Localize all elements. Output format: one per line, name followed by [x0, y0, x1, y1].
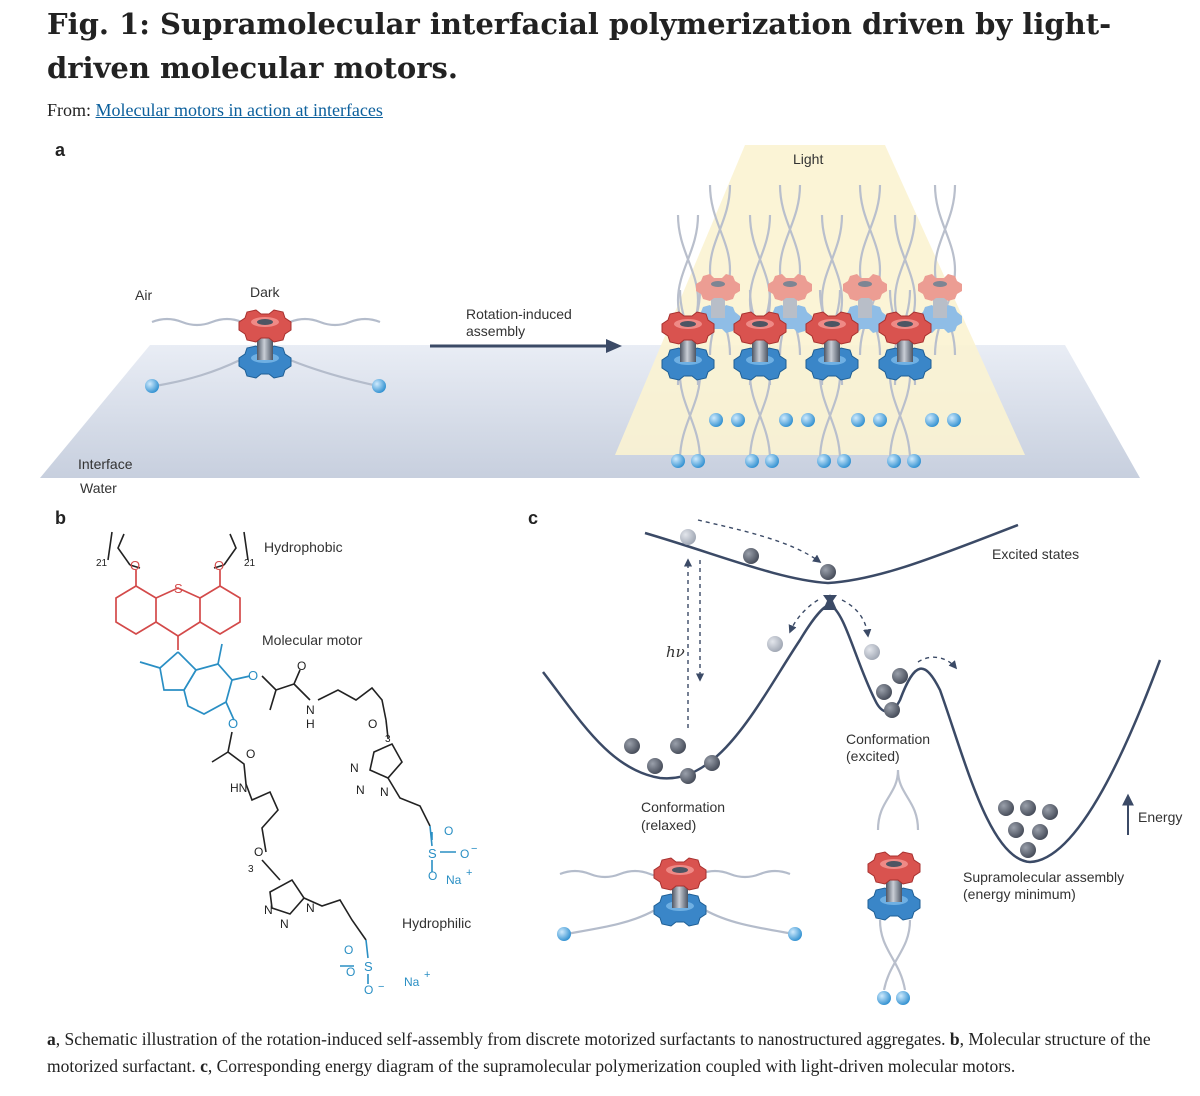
barrier-crossing-arrow	[917, 656, 958, 670]
excited-states-label: Excited states	[992, 546, 1079, 562]
interface-label: Interface	[78, 456, 133, 472]
decay-right-arrow	[841, 599, 872, 638]
atom-o-sulfonate1a: O	[444, 824, 453, 838]
atom-h-amide1: H	[306, 717, 315, 731]
air-label: Air	[135, 287, 152, 303]
atom-o-sulfonate2b: O	[346, 965, 355, 979]
relaxed-motor-illustration	[557, 857, 802, 941]
atom-o-sulfonate2c: O	[364, 983, 373, 997]
atom-s: S	[174, 581, 183, 596]
peg-subscript1: 3	[385, 734, 391, 745]
panel-c: c Excited states hν	[528, 508, 1182, 1005]
excited-motor-illustration	[867, 769, 921, 1005]
water-label: Water	[80, 480, 117, 496]
figure-title: Fig. 1: Supramolecular interfacial polym…	[47, 7, 1112, 85]
caption-c-text: , Corresponding energy diagram of the su…	[207, 1056, 1016, 1076]
panel-a-label: a	[55, 140, 66, 160]
atom-n-triazole2c: N	[306, 901, 315, 915]
state-spheres	[624, 529, 1058, 858]
atom-o-carbonyl2: O	[246, 747, 255, 761]
atom-o-sulfonate1b: O	[460, 847, 469, 861]
conf-relaxed-label-line1: Conformation	[641, 799, 725, 815]
conf-excited-label-line1: Conformation	[846, 731, 930, 747]
figure-caption: a, Schematic illustration of the rotatio…	[47, 1026, 1167, 1080]
headgroup-ball	[372, 379, 386, 393]
caption-c-label: c	[200, 1056, 208, 1076]
charge-plus-2: +	[424, 969, 430, 981]
conical-intersection-bottom	[823, 595, 837, 605]
thioxanthene-rotor	[115, 570, 241, 650]
atom-o-ester2: O	[228, 716, 238, 731]
charge-minus-2: −	[378, 981, 384, 993]
arrow-label-line1: Rotation-induced	[466, 306, 572, 322]
assembly-label-line2: (energy minimum)	[963, 886, 1076, 902]
sulfonate-2	[340, 939, 369, 984]
sodium-2: Na	[404, 975, 420, 989]
caption-a-text: , Schematic illustration of the rotation…	[55, 1029, 950, 1049]
atom-s-sulfonate1: S	[428, 846, 437, 861]
source-prefix: From:	[47, 100, 92, 120]
excited-path-arrow	[697, 519, 822, 563]
triazole-1	[369, 742, 431, 827]
panel-b-label: b	[55, 508, 66, 528]
sodium-1: Na	[446, 873, 462, 887]
panel-a: a Air Dark Rotation-induced assembly Lig…	[40, 140, 1140, 496]
panel-c-label: c	[528, 508, 538, 528]
atom-s-sulfonate2: S	[364, 959, 373, 974]
amide-linkers	[211, 669, 389, 881]
charge-minus-1: −	[471, 843, 477, 855]
hydrophobic-label: Hydrophobic	[264, 539, 343, 555]
arrow-label-line2: assembly	[466, 323, 525, 339]
figure-source: From: Molecular motors in action at inte…	[47, 100, 383, 121]
hydrophilic-label: Hydrophilic	[402, 915, 471, 931]
caption-a-label: a	[47, 1029, 56, 1049]
atom-o-sulfonate1c: O	[428, 869, 437, 883]
atom-n-triazole1b: N	[356, 783, 365, 797]
chain-subscript-right: 21	[244, 558, 256, 569]
excited-state-curve	[644, 523, 1019, 585]
chain-subscript-left: 21	[96, 558, 108, 569]
atom-hn-amide2: HN	[230, 781, 247, 795]
atom-n-triazole2a: N	[264, 903, 273, 917]
indane-stator	[139, 643, 251, 721]
source-article-link[interactable]: Molecular motors in action at interfaces	[95, 100, 383, 120]
atom-o-ether1: O	[368, 717, 377, 731]
dark-label: Dark	[250, 284, 281, 300]
light-label: Light	[793, 151, 823, 167]
assembly-label-line1: Supramolecular assembly	[963, 869, 1124, 885]
headgroup-ball	[145, 379, 159, 393]
peg-subscript2: 3	[248, 864, 254, 875]
decay-left-arrow	[788, 599, 819, 634]
energy-label: Energy	[1138, 809, 1182, 825]
atom-o-ester1: O	[248, 668, 258, 683]
panel-b: b Hydrophobic Molecular motor Hydrophili…	[55, 508, 477, 997]
atom-o-right: O	[214, 558, 224, 573]
conf-relaxed-label-line2: (relaxed)	[641, 817, 696, 833]
figure-svg: a Air Dark Rotation-induced assembly Lig…	[40, 140, 1182, 1005]
conf-excited-label-line2: (excited)	[846, 748, 900, 764]
assembly-arrow-head	[606, 339, 622, 353]
discrete-surfactant	[145, 309, 386, 393]
atom-o-carbonyl1: O	[297, 659, 306, 673]
hv-label: hν	[666, 643, 685, 661]
caption-b-text: , Molecular structure of the motorized s…	[47, 1029, 1151, 1076]
triazole-2	[269, 878, 367, 941]
caption-b-label: b	[949, 1029, 960, 1049]
assembly-headgroups	[671, 413, 961, 468]
atom-n-amide1: N	[306, 703, 315, 717]
atom-o-left: O	[130, 558, 140, 573]
atom-o-sulfonate2a: O	[344, 943, 353, 957]
atom-n-triazole2b: N	[280, 917, 289, 931]
atom-n-triazole1a: N	[350, 761, 359, 775]
atom-o-ether2: O	[254, 845, 263, 859]
molecular-motor-label: Molecular motor	[262, 632, 363, 648]
alkyl-chains	[107, 531, 249, 569]
charge-plus-1: +	[466, 867, 472, 879]
atom-n-triazole1c: N	[380, 785, 389, 799]
sulfonate-1	[429, 825, 456, 872]
figure-image: a Air Dark Rotation-induced assembly Lig…	[0, 130, 1200, 1020]
